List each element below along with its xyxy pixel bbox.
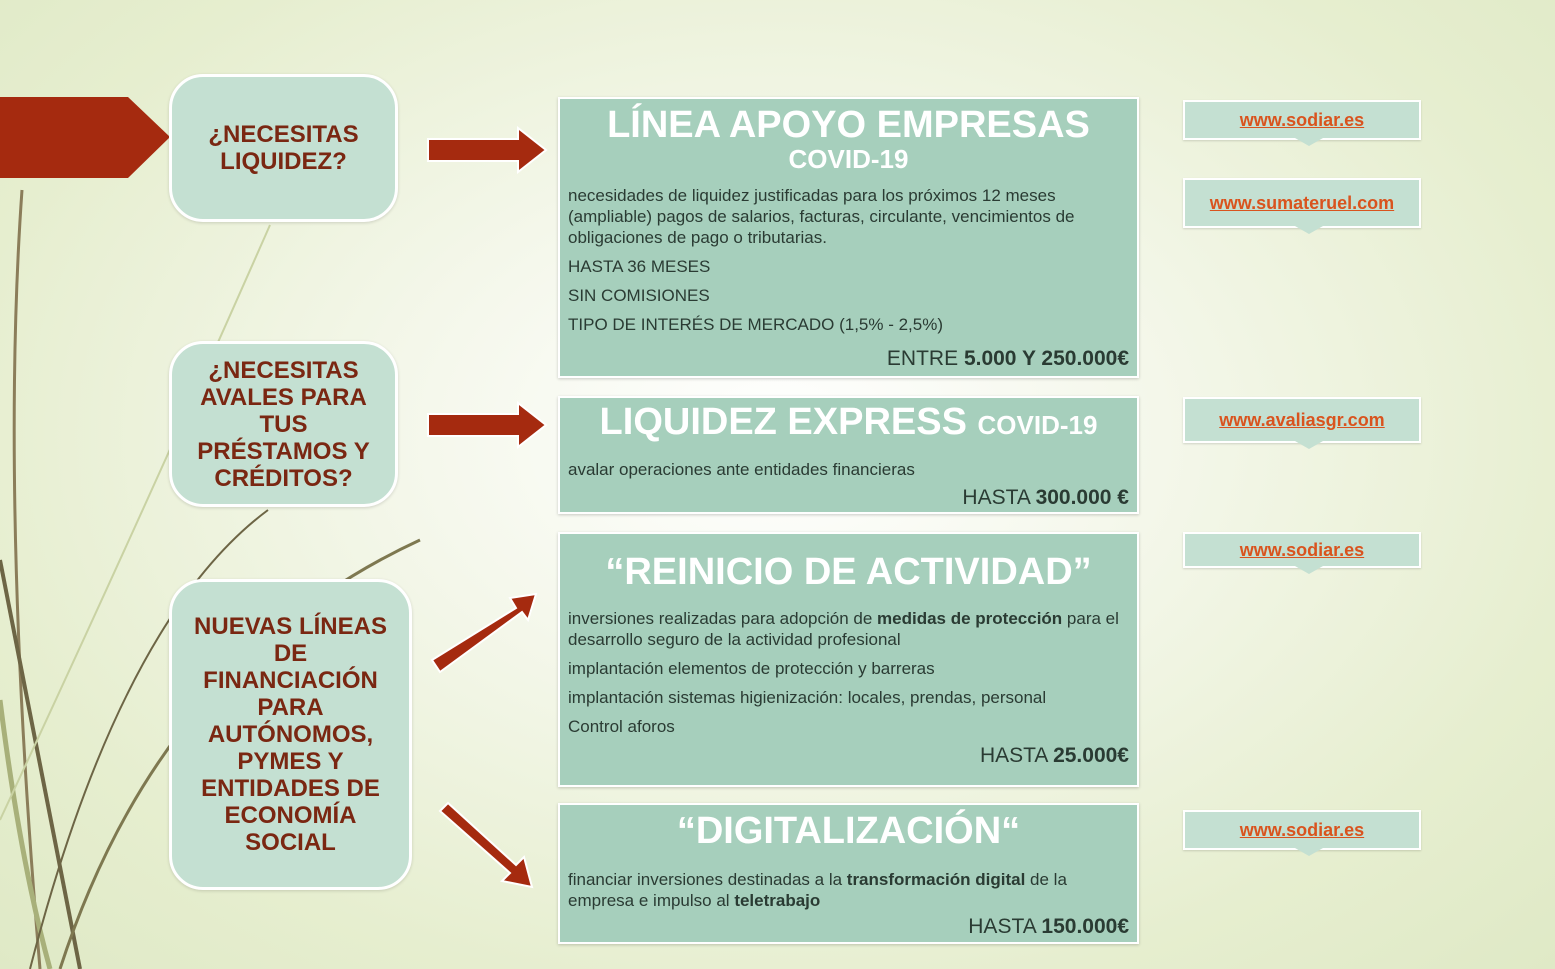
decor-line bbox=[0, 699, 53, 969]
question-avales-text: ¿NECESITAS AVALES PARA TUS PRÉSTAMOS Y C… bbox=[197, 356, 370, 492]
question-liquidez-text: ¿NECESITAS LIQUIDEZ? bbox=[208, 121, 359, 175]
panel-text: avalar operaciones ante entidades financ… bbox=[568, 460, 915, 479]
panel-title: “REINICIO DE ACTIVIDAD” bbox=[605, 551, 1092, 593]
panel-reinicio-actividad: “REINICIO DE ACTIVIDAD” inversiones real… bbox=[558, 532, 1139, 787]
decor-line bbox=[0, 224, 271, 821]
link-sodiar[interactable]: www.sodiar.es bbox=[1183, 532, 1421, 574]
arrow-right-icon bbox=[427, 126, 548, 174]
panel-text: TIPO DE INTERÉS DE MERCADO (1,5% - 2,5%) bbox=[568, 315, 944, 334]
panel-digitalizacion: “DIGITALIZACIÓN“ financiar inversiones d… bbox=[558, 803, 1139, 944]
question-avales: ¿NECESITAS AVALES PARA TUS PRÉSTAMOS Y C… bbox=[169, 341, 398, 507]
panel-text: implantación elementos de protección y b… bbox=[568, 659, 935, 678]
panel-amount: ENTRE 5.000 Y 250.000€ bbox=[886, 347, 1129, 370]
arrow-down-right-icon bbox=[438, 801, 534, 889]
panel-subtitle: COVID-19 bbox=[788, 144, 909, 174]
link-sodiar[interactable]: www.sodiar.es bbox=[1183, 100, 1421, 146]
panel-amount: HASTA 25.000€ bbox=[979, 744, 1129, 767]
panel-text: Control aforos bbox=[568, 717, 675, 736]
panel-title: LIQUIDEZ EXPRESS COVID-19 bbox=[599, 401, 1098, 443]
red-chevron-banner bbox=[0, 97, 170, 178]
panel-amount: HASTA 150.000€ bbox=[968, 915, 1129, 938]
panel-title: “DIGITALIZACIÓN“ bbox=[676, 810, 1021, 852]
panel-linea-apoyo-empresas: LÍNEA APOYO EMPRESAS COVID-19 necesidade… bbox=[558, 97, 1139, 378]
decor-line bbox=[29, 509, 269, 969]
link-sumateruel[interactable]: www.sumateruel.com bbox=[1183, 178, 1421, 234]
panel-liquidez-express: LIQUIDEZ EXPRESS COVID-19 avalar operaci… bbox=[558, 396, 1139, 514]
link-avaliasgr[interactable]: www.avaliasgr.com bbox=[1183, 397, 1421, 449]
decor-line bbox=[12, 189, 42, 969]
arrow-right-icon bbox=[427, 401, 548, 449]
panel-amount: HASTA 300.000 € bbox=[962, 486, 1129, 509]
decor-line bbox=[0, 559, 82, 969]
panel-title: LÍNEA APOYO EMPRESAS bbox=[607, 104, 1090, 146]
question-liquidez: ¿NECESITAS LIQUIDEZ? bbox=[169, 74, 398, 222]
panel-text: inversiones realizadas para adopción de … bbox=[568, 609, 1119, 649]
question-nuevas-lineas-text: NUEVAS LÍNEAS DE FINANCIACIÓN PARA AUTÓN… bbox=[194, 613, 387, 856]
link-sodiar[interactable]: www.sodiar.es bbox=[1183, 810, 1421, 856]
panel-text: necesidades de liquidez justificadas par… bbox=[568, 186, 1075, 247]
arrow-up-right-icon bbox=[430, 592, 538, 674]
panel-text: financiar inversiones destinadas a la tr… bbox=[568, 870, 1067, 910]
question-nuevas-lineas: NUEVAS LÍNEAS DE FINANCIACIÓN PARA AUTÓN… bbox=[169, 579, 412, 890]
panel-text: SIN COMISIONES bbox=[568, 286, 710, 305]
panel-text: implantación sistemas higienización: loc… bbox=[568, 688, 1047, 707]
panel-text: HASTA 36 MESES bbox=[568, 257, 711, 276]
